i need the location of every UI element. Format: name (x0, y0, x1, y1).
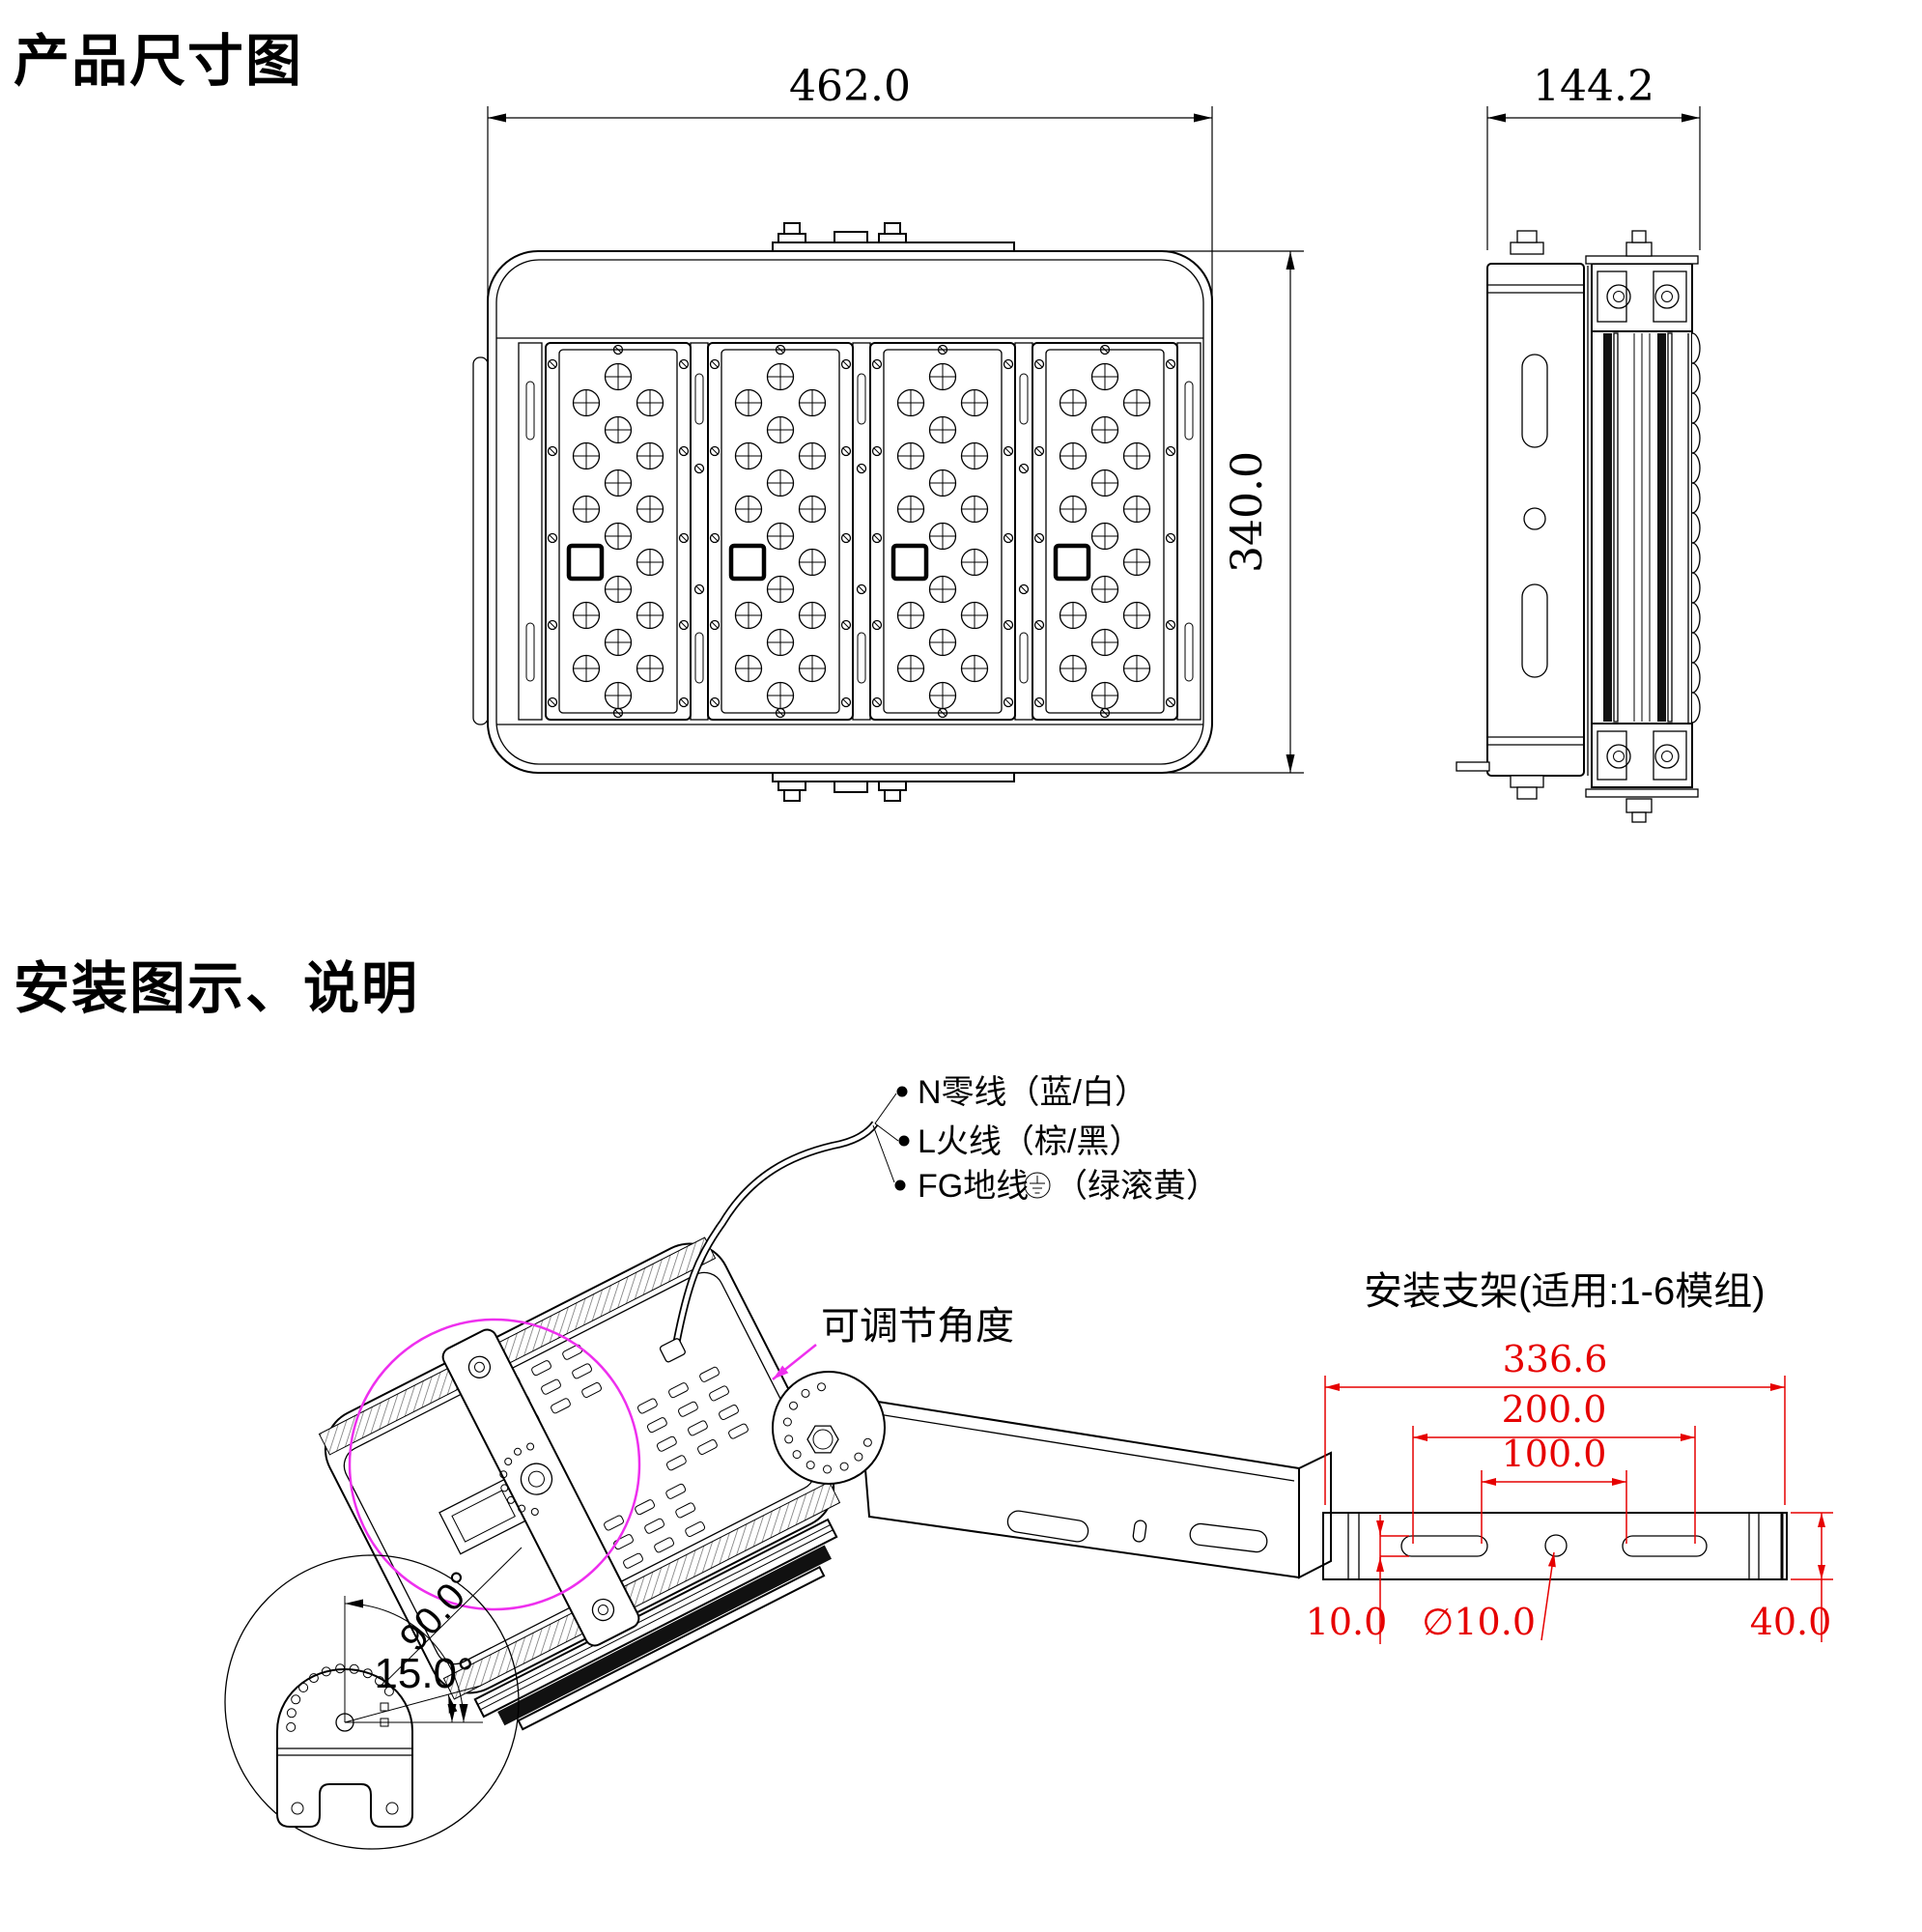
wire-label-ground-suffix: （绿滚黄） (1055, 1168, 1219, 1205)
dim-bracket-slot-width: 10.0 (1306, 1601, 1388, 1643)
adjustment-highlight-circle (348, 1318, 641, 1611)
wire-end-dot (896, 1086, 908, 1097)
adjust-angle-callout: 可调节角度 (772, 1305, 1014, 1380)
wall-bracket-arm (858, 1397, 1332, 1579)
wire-end-dot (898, 1135, 910, 1147)
wire-label-neutral: N零线（蓝/白） (918, 1074, 1147, 1111)
cable-glands-top (772, 222, 1015, 252)
bracket-slot-left (1400, 1535, 1488, 1557)
dim-front-width: 462.0 (789, 62, 911, 111)
section-title-installation: 安装图示、说明 (14, 957, 420, 1020)
dim-bracket-overall: 336.6 (1503, 1338, 1608, 1380)
dim-bracket-slot-span-inner: 100.0 (1502, 1433, 1607, 1475)
angle-detail-circle: 90.0° 15.0° (224, 1554, 520, 1850)
dim-bracket-hole-diameter: ∅10.0 (1422, 1601, 1536, 1643)
floodlight-tilted (318, 1236, 841, 1731)
strap-adjustment-holes (499, 1442, 539, 1516)
cable-glands-bottom (772, 772, 1015, 802)
mounting-bracket-drawing: 安装支架(适用:1-6模组) 336.6 200.0 100.0 10.0 ∅1… (1306, 1270, 1833, 1644)
dim-side-width: 144.2 (1533, 62, 1654, 111)
bracket-dimensions-red: 336.6 200.0 100.0 10.0 ∅10.0 40.0 (1306, 1338, 1833, 1644)
side-view-drawing (1456, 230, 1701, 823)
dim-bracket-height: 40.0 (1750, 1601, 1832, 1643)
front-view-drawing (472, 222, 1213, 802)
dim-bracket-slot-span-outer: 200.0 (1502, 1388, 1607, 1431)
heatsink-stack (473, 1518, 838, 1731)
bracket-slot-right (1622, 1535, 1708, 1557)
adjust-angle-label: 可调节角度 (821, 1305, 1014, 1348)
angle-step-label: 15.0° (374, 1650, 473, 1697)
power-cable (659, 1086, 910, 1363)
section-title-product-dimensions: 产品尺寸图 (14, 30, 304, 93)
hex-bolt (806, 1425, 839, 1454)
ground-icon (1024, 1172, 1051, 1199)
bracket-title: 安装支架(适用:1-6模组) (1364, 1270, 1766, 1313)
bracket-center-hole (1544, 1534, 1568, 1557)
front-view-dimensions: 462.0 340.0 (487, 62, 1304, 774)
mounting-strap (441, 1328, 640, 1647)
side-bracket-edge (472, 356, 489, 725)
wire-end-dot (894, 1179, 906, 1191)
wire-labels: N零线（蓝/白） L火线（棕/黑） FG地线 （绿滚黄） (918, 1074, 1219, 1205)
wire-label-live: L火线（棕/黑） (918, 1123, 1142, 1160)
side-view-dimensions: 144.2 (1486, 62, 1701, 250)
heatsink-fins (1691, 332, 1701, 724)
hinge-disc (772, 1371, 886, 1485)
dim-front-height: 340.0 (1223, 451, 1272, 573)
installation-illustration: N零线（蓝/白） L火线（棕/黑） FG地线 （绿滚黄） 可调节角度 (224, 1074, 1332, 1850)
wire-label-ground-prefix: FG地线 (918, 1168, 1029, 1205)
